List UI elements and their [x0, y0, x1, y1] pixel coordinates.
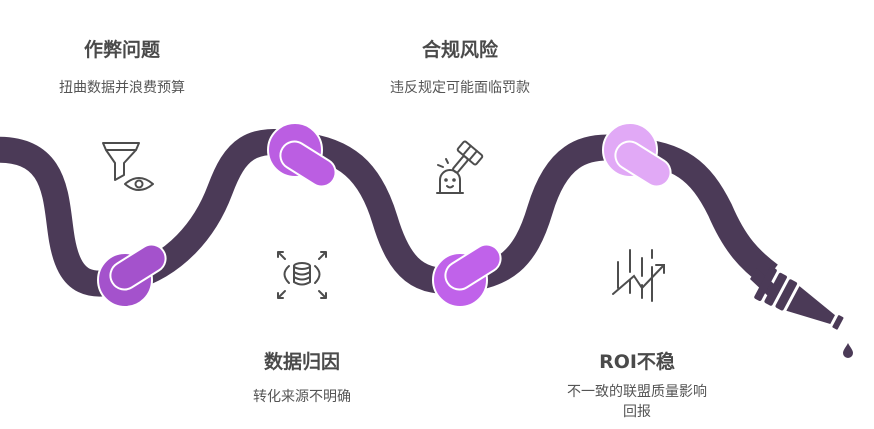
- funnel-eye-icon: [102, 142, 154, 191]
- item-4-desc-line-1: 不一致的联盟质量影响: [567, 384, 707, 400]
- gavel-icon: [436, 140, 484, 194]
- knot-2: [267, 122, 337, 188]
- knot-3: [432, 243, 502, 308]
- item-1-desc: 扭曲数据并浪费预算: [59, 80, 185, 96]
- item-2-title: 数据归因: [263, 351, 340, 373]
- item-3-desc: 违反规定可能面临罚款: [390, 80, 530, 96]
- chart-trend-icon: [612, 249, 665, 302]
- water-drop: [843, 343, 853, 358]
- item-3-title: 合规风险: [421, 39, 498, 61]
- knot-1: [97, 243, 167, 308]
- item-2-desc: 转化来源不明确: [253, 389, 351, 405]
- item-4-desc-line-2: 回报: [623, 404, 651, 420]
- item-4-desc: 不一致的联盟质量影响 回报: [537, 382, 737, 422]
- knot-4: [602, 122, 672, 188]
- item-1-title: 作弊问题: [83, 39, 160, 61]
- hose-nozzle: [750, 266, 853, 358]
- item-4-title: ROI不稳: [599, 351, 675, 373]
- database-expand-icon: [277, 251, 327, 299]
